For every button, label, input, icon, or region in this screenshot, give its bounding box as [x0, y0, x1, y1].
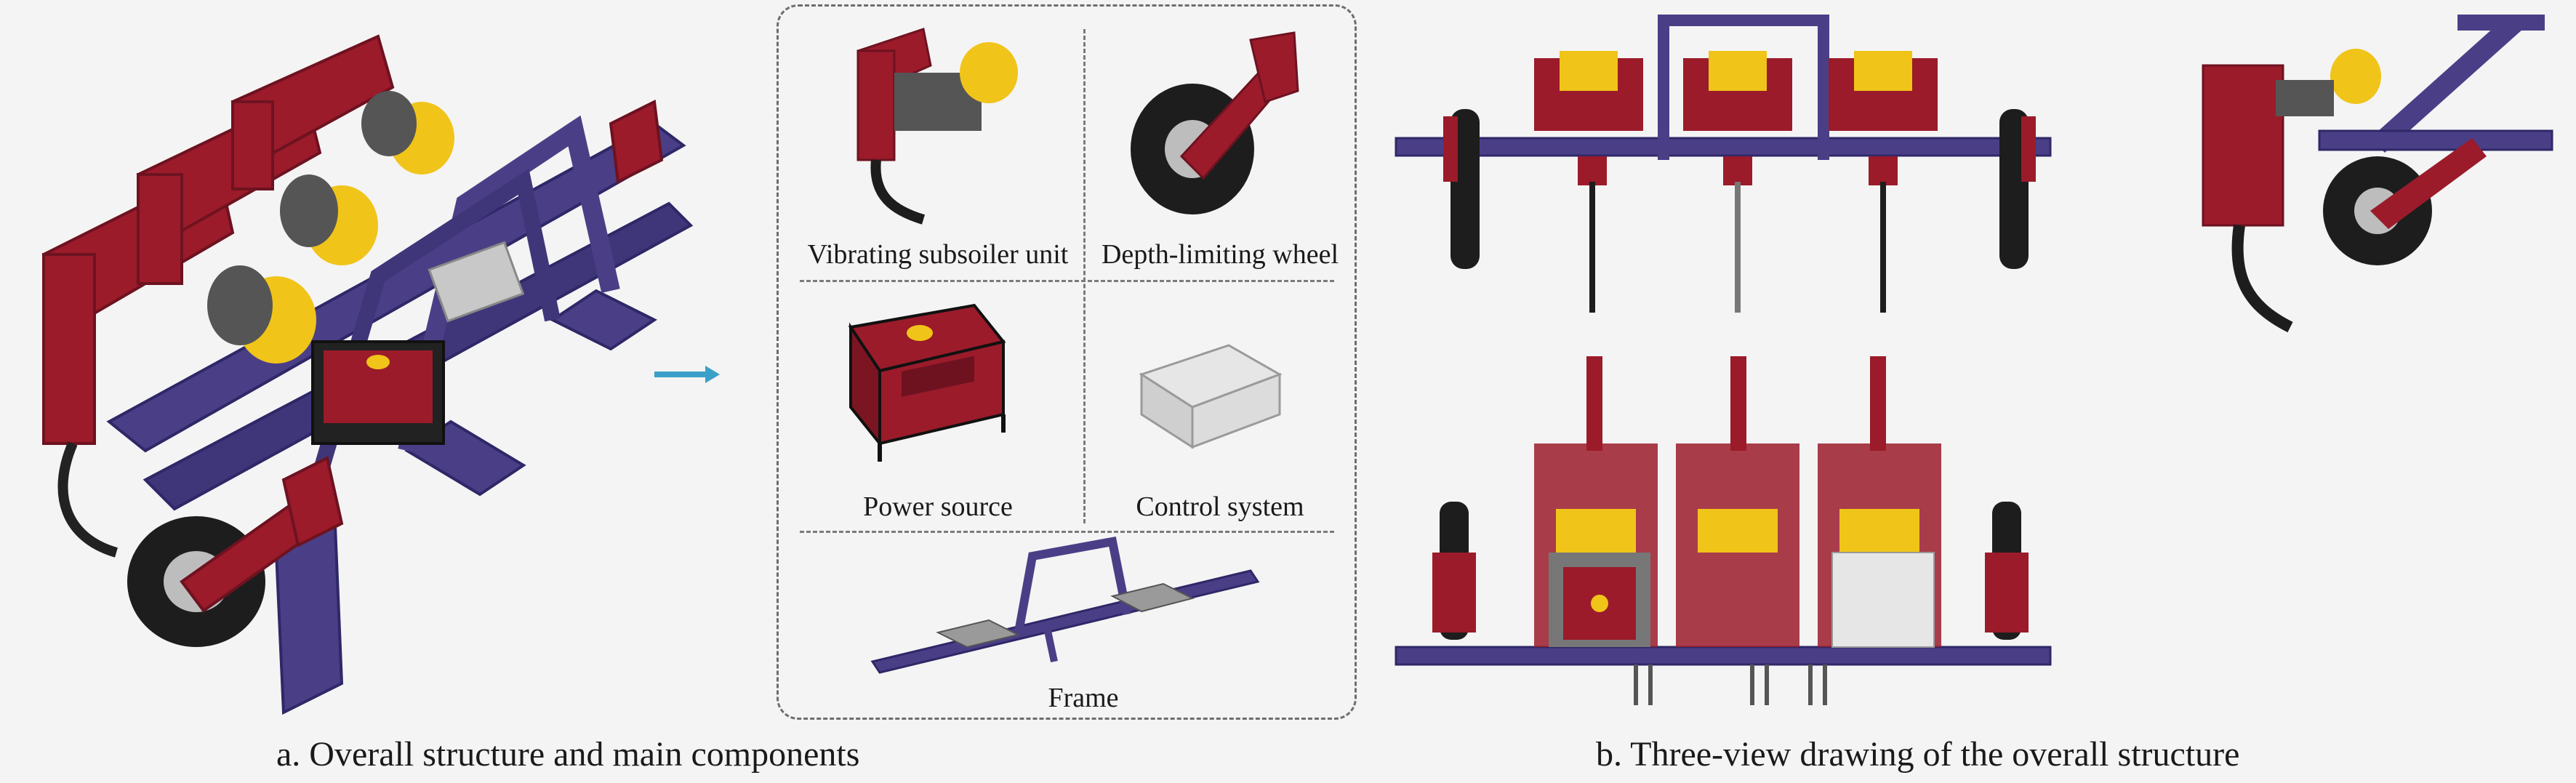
panel-divider-horizontal [800, 280, 1334, 282]
components-panel [777, 4, 1357, 720]
caption-part-b: b. Three-view drawing of the overall str… [1596, 735, 2240, 774]
arrow-icon [654, 366, 720, 383]
component-wheel-image [1131, 31, 1299, 214]
frame-end-bracket [609, 99, 664, 185]
front-view-drawing [1395, 15, 2052, 313]
component-controlbox-image [1139, 344, 1283, 449]
frame-arch [398, 115, 620, 453]
component-label-wheel: Depth-limiting wheel [1101, 239, 1339, 270]
frame-cross-beam [550, 289, 657, 351]
control-box [428, 241, 525, 323]
component-label-power: Power source [863, 491, 1013, 522]
caption-part-a: a. Overall structure and main components [276, 735, 860, 774]
panel-divider-horizontal [800, 531, 1334, 533]
component-label-frame: Frame [1048, 683, 1119, 713]
side-view-drawing [2202, 15, 2553, 333]
panel-divider-vertical [1083, 29, 1086, 523]
subsoiler-unit [230, 34, 454, 190]
top-view-drawing [1395, 356, 2052, 705]
component-frame-image [870, 537, 1260, 674]
generator-cap [366, 355, 390, 369]
overall-assembly-illustration [41, 34, 694, 715]
depth-limiting-wheel [127, 456, 344, 647]
component-generator-image [848, 303, 1006, 462]
component-label-subsoiler: Vibrating subsoiler unit [807, 239, 1069, 270]
component-subsoiler-image [856, 28, 1018, 225]
component-label-control: Control system [1136, 491, 1304, 522]
